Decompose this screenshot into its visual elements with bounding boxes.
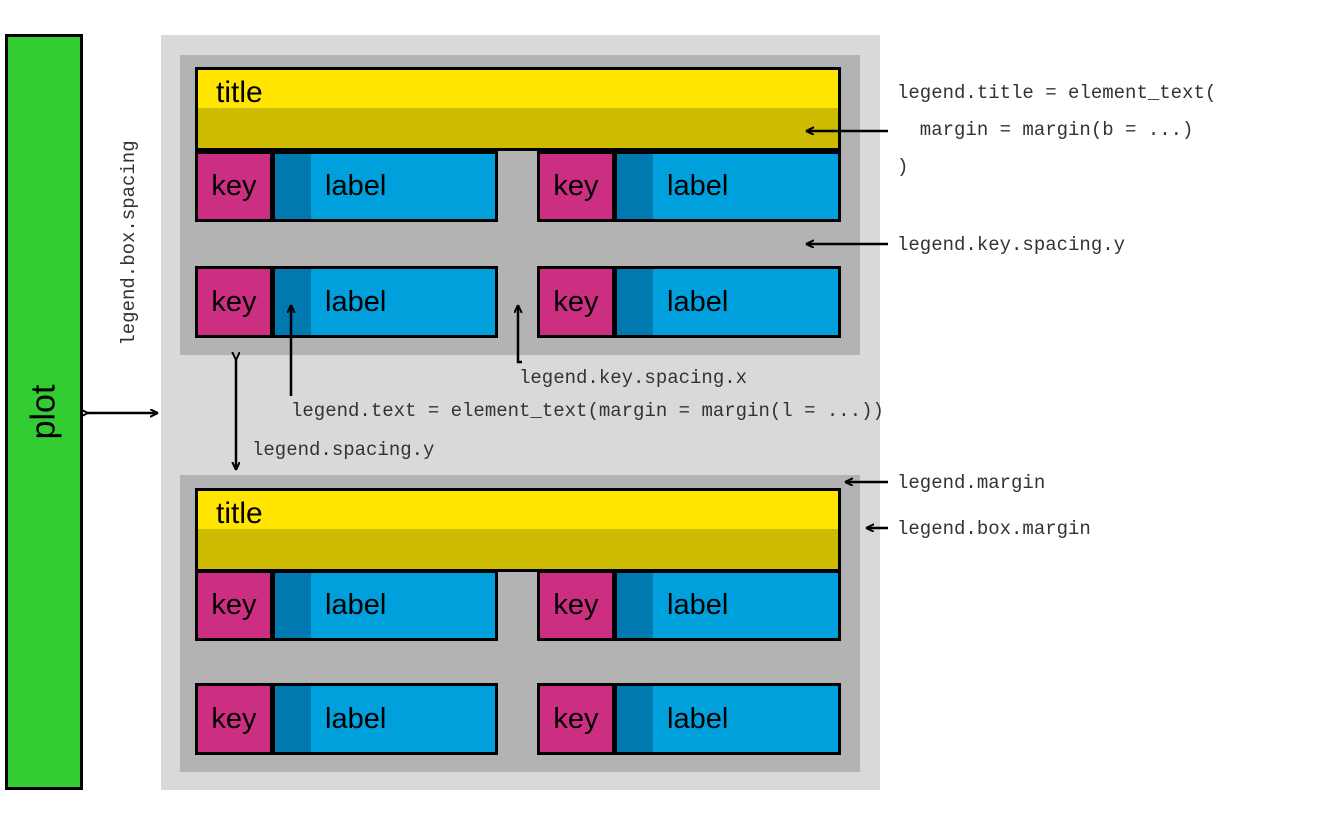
legend-key-label-8: key [553,702,599,735]
legend-title-block-1: title [195,67,841,151]
annotation-legend-box-spacing: legend.box.spacing [112,85,146,401]
annotation-legend-box-margin: legend.box.margin [897,518,1091,540]
annotation-legend-key-spacing-x: legend.key.spacing.x [519,367,748,389]
legend-title-fill-1 [198,70,838,108]
legend-label-text-4: label [667,285,729,318]
legend-key-4[interactable]: key [537,266,615,338]
legend-key-1[interactable]: key [195,151,273,222]
legend-text-margin-3 [275,269,311,335]
legend-title-margin-1 [198,108,838,148]
legend-text-margin-8 [617,686,653,752]
legend-key-label-5: key [211,589,257,621]
legend-title-margin-2 [198,529,838,569]
legend-title-fill-2 [198,491,838,529]
annotation-legend-title-line3: ) [897,156,909,178]
legend-label-text-7: label [325,702,387,735]
legend-label-5[interactable]: label [272,570,498,641]
legend-label-text-3: label [325,285,387,318]
annotation-legend-spacing-y: legend.spacing.y [252,439,435,461]
legend-title-block-2: title [195,488,841,572]
legend-label-6[interactable]: label [614,570,841,641]
annotation-legend-box-spacing-text: legend.box.spacing [118,140,140,346]
legend-label-text-8: label [667,702,729,735]
legend-label-text-1: label [325,170,387,202]
legend-key-label-6: key [553,589,599,621]
legend-key-label-7: key [211,702,257,735]
legend-label-text-6: label [667,589,729,621]
legend-label-text-5: label [325,589,387,621]
legend-key-label-2: key [553,170,599,202]
legend-key-7[interactable]: key [195,683,273,755]
legend-text-margin-7 [275,686,311,752]
legend-text-margin-2 [617,154,653,219]
annotation-legend-title-line1: legend.title = element_text( [897,82,1217,104]
legend-text-margin-6 [617,573,653,638]
legend-key-3[interactable]: key [195,266,273,338]
legend-label-1[interactable]: label [272,151,498,222]
legend-label-3[interactable]: label [272,266,498,338]
legend-key-label-3: key [211,285,257,318]
legend-text-margin-5 [275,573,311,638]
legend-label-4[interactable]: label [614,266,841,338]
legend-key-label-4: key [553,285,599,318]
plot-label: plot [24,384,63,440]
legend-key-8[interactable]: key [537,683,615,755]
legend-label-8[interactable]: label [614,683,841,755]
legend-key-6[interactable]: key [537,570,615,641]
legend-label-7[interactable]: label [272,683,498,755]
legend-title-text-1: title [216,76,263,109]
legend-label-2[interactable]: label [614,151,841,222]
annotation-legend-key-spacing-y: legend.key.spacing.y [897,234,1126,256]
legend-text-margin-4 [617,269,653,335]
legend-label-text-2: label [667,170,729,202]
plot-area-block: plot [5,34,83,790]
legend-key-label-1: key [211,170,257,202]
legend-key-5[interactable]: key [195,570,273,641]
legend-title-text-2: title [216,497,263,530]
annotation-legend-title-line2: margin = margin(b = ...) [897,119,1194,141]
legend-text-margin-1 [275,154,311,219]
legend-key-2[interactable]: key [537,151,615,222]
annotation-legend-margin: legend.margin [897,472,1046,494]
annotation-legend-text: legend.text = element_text(margin = marg… [291,400,884,422]
